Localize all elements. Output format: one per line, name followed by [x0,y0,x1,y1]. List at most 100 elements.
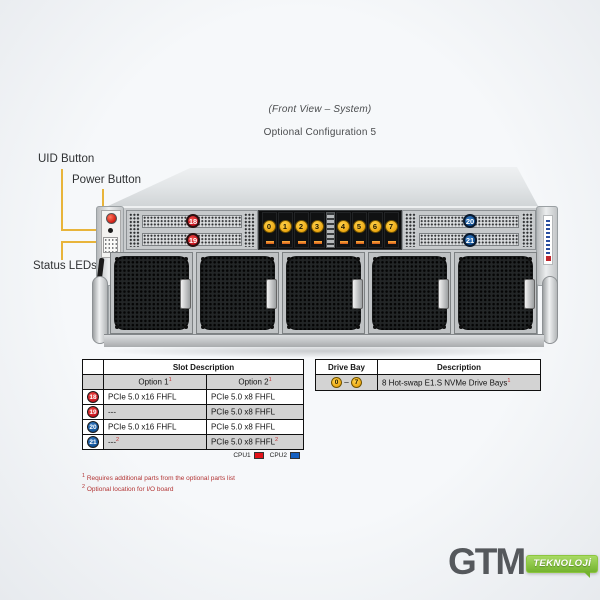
slot-20-option2: PCIe 5.0 x8 FHFL [206,419,304,435]
status-leds-icon [103,237,118,253]
slot-18-option1: PCIe 5.0 x16 FHFL [103,389,207,405]
fan-screws [373,257,377,261]
drive-led [265,241,274,244]
slot-20-option1: PCIe 5.0 x16 FHFL [103,419,207,435]
slot-18-option2: PCIe 5.0 x8 FHFL [206,389,304,405]
fan-screws [115,257,119,261]
drive-bay-number: 7 [384,220,398,233]
server-front-view: 18 19 0 1 2 3 4 5 6 7 20 [90,160,560,360]
drive-led [387,241,396,244]
slot-row-19: 19 --- PCIe 5.0 x8 FHFL [82,404,304,420]
drive-bay: 4 [335,212,351,248]
config-title: Optional Configuration 5 [263,127,377,138]
fan-module [454,252,537,334]
slot-20-badge: 20 [463,214,477,228]
drive-bay: 5 [351,212,367,248]
gtm-logo: GTM TEKNOLOJİ [448,543,599,580]
cpu1-legend-label: CPU1 [233,452,251,460]
fan-module [368,252,451,334]
vent-perforation [405,213,416,247]
power-button-icon [106,213,117,224]
cpu-legend: CPU1 CPU2 [82,452,300,459]
footnote-2: 2 Optional location for I/O board [82,484,174,494]
slot-18-badge: 18 [186,214,200,228]
drive-bay-range-cell: 0 – 7 [315,374,378,391]
right-handle [542,276,558,344]
gtm-logo-badge: TEKNOLOJİ [526,555,599,578]
fan-latch [180,279,191,309]
brand-logo-mark [545,256,551,261]
chassis-shadow [98,344,552,358]
drive-led [297,241,306,244]
slot-19-table-badge: 19 [87,406,99,418]
slot-description-table: Slot Description Option 11 Option 21 18 … [82,359,304,450]
fan-grille [458,256,533,330]
drive-bay-row: 0 – 7 8 Hot-swap E1.S NVMe Drive Bays1 [315,374,541,391]
fan-module [110,252,193,334]
drive-bay-number: 6 [368,220,382,233]
slot-21-option2: PCIe 5.0 x8 FHFL2 [206,434,304,450]
footnotes: 1 Requires additional parts from the opt… [82,472,235,494]
fan-grille [200,256,275,330]
bay-start-circle: 0 [331,377,343,388]
drive-led [281,241,290,244]
power-callout-line [102,189,104,217]
drive-bay: 7 [383,212,399,248]
pcie-slot-block-right: 20 21 [402,210,536,250]
slot-badge-cell: 19 [82,404,104,420]
chassis-top-face [108,167,538,206]
slot-badge-cell: 20 [82,419,104,435]
footnote-1: 1 Requires additional parts from the opt… [82,473,235,483]
fan-latch [438,279,449,309]
supermicro-brand-label [543,215,553,265]
slot-21-badge: 21 [463,233,477,247]
slot-row-18: 18 PCIe 5.0 x16 FHFL PCIe 5.0 x8 FHFL [82,389,304,405]
drive-bay: 2 [293,212,309,248]
slot-18-table-badge: 18 [87,391,99,403]
cpu2-legend-label: CPU2 [269,452,287,460]
fan-grille [286,256,361,330]
slot-row-20: 20 PCIe 5.0 x16 FHFL PCIe 5.0 x8 FHFL [82,419,304,435]
fan-grille [114,256,189,330]
cpu1-color-swatch [253,452,264,459]
bay-range-dash: – [344,377,349,387]
logo-badge-tail [583,571,591,578]
status-callout-line [61,241,63,260]
slot-19-option2: PCIe 5.0 x8 FHFL [206,404,304,420]
left-handle [92,276,108,344]
fan-screws [201,257,205,261]
drive-bay-header: Drive Bay [315,359,378,375]
uid-callout-line-h [61,229,103,231]
drive-bay-number: 4 [336,220,350,233]
fan-screws [287,257,291,261]
uid-button-label: UID Button [38,153,95,165]
right-mounting-ear [536,206,558,286]
fan-screws [459,257,463,261]
empty-header-cell [82,374,104,390]
drive-bay-table: Drive Bay Description 0 – 7 8 Hot-swap E… [315,359,541,391]
drive-bay-number: 2 [294,220,308,233]
brand-vertical-text [546,220,550,254]
drive-group-4-7: 4 5 6 7 [335,212,399,248]
drive-bay: 3 [309,212,325,248]
view-label: (Front View – System) [268,104,372,115]
drive-bay-number: 1 [278,220,292,233]
fan-latch [524,279,535,309]
status-leds-label: Status LEDs [33,260,97,272]
vent-perforation [244,213,255,247]
drive-bay-block: 0 1 2 3 4 5 6 7 [258,210,402,250]
drive-group-0-3: 0 1 2 3 [261,212,325,248]
drive-bay-number: 3 [310,220,324,233]
cpu2-color-swatch [290,452,300,459]
fan-module [282,252,365,334]
slot-21-option1: ---2 [103,434,207,450]
fan-latch [352,279,363,309]
drive-bay-divider [325,212,335,248]
drive-bay-number: 5 [352,220,366,233]
uid-button-icon [108,228,113,233]
slot-21-table-badge: 21 [87,436,99,448]
slot-badge-cell: 21 [82,434,104,450]
drive-bay: 0 [261,212,277,248]
drive-bay: 6 [367,212,383,248]
